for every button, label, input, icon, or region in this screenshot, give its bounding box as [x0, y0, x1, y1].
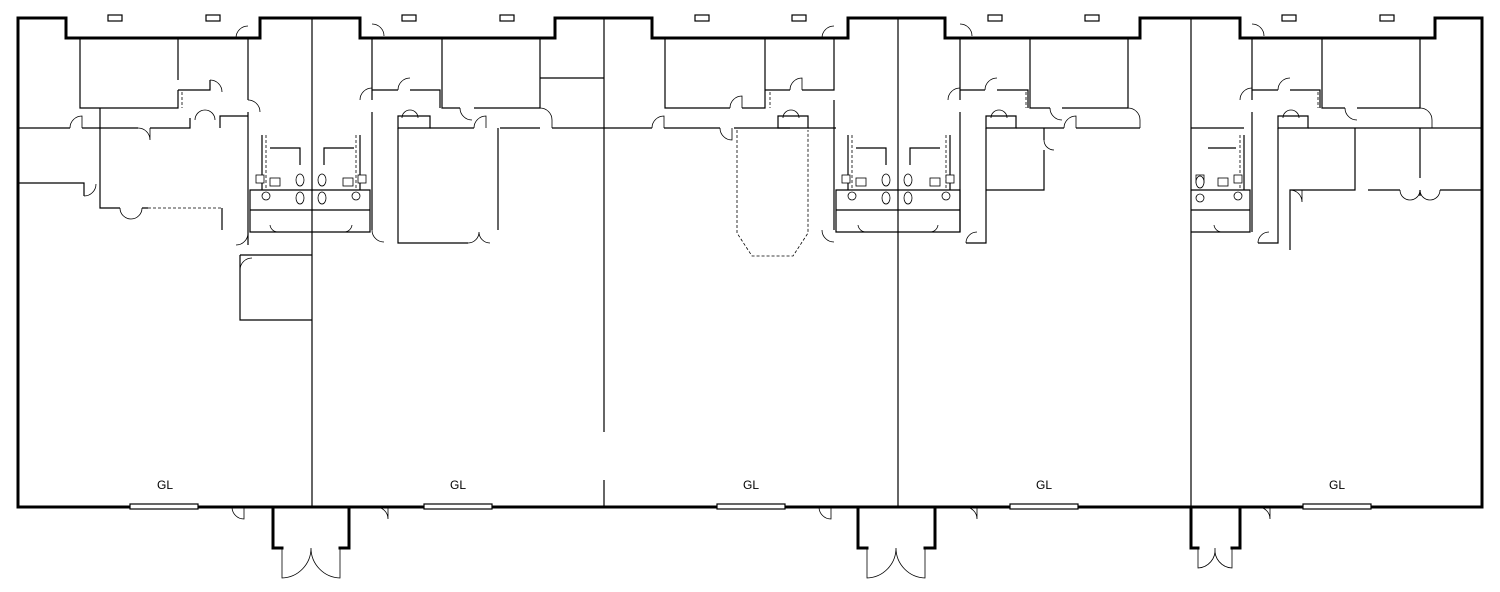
unit-1-label: GL [157, 478, 173, 492]
entrance-vestibules [271, 505, 1242, 579]
roof-windows [107, 14, 1395, 22]
unit-4-interior [947, 23, 1141, 244]
storefront-windows [129, 503, 1372, 510]
exit-doors [231, 506, 1271, 520]
unit-3-interior [604, 25, 836, 257]
unit-3-label: GL [743, 478, 759, 492]
restroom-block-3-4 [835, 135, 961, 233]
exterior-wall [16, 16, 1484, 509]
unit-2-interior [359, 23, 604, 244]
unit-4-label: GL [1036, 478, 1052, 492]
unit-1-interior [18, 25, 312, 321]
unit-2-label: GL [450, 478, 466, 492]
restroom-block-1-2 [249, 135, 371, 233]
demising-walls [311, 18, 1192, 507]
restroom-block-5 [1191, 135, 1251, 233]
unit-5-label: GL [1329, 478, 1345, 492]
unit-5-interior [1191, 23, 1482, 250]
